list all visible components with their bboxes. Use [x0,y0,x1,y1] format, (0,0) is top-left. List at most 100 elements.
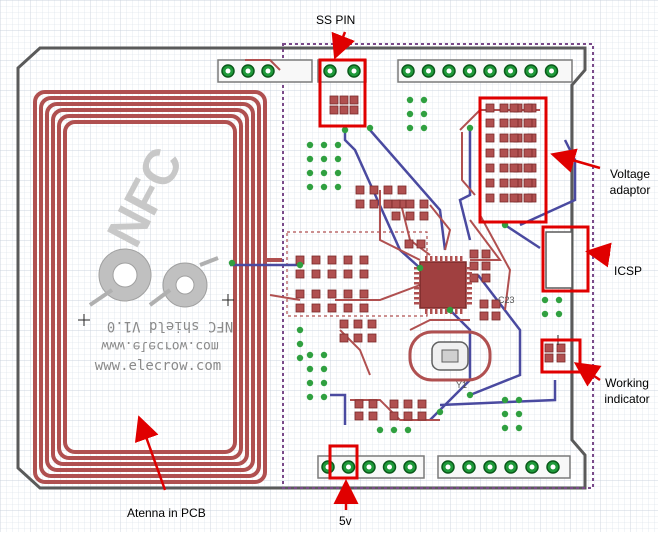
pin-hole [466,464,472,470]
smd-pad [339,319,349,329]
via [306,379,314,387]
smd-pad [403,411,413,421]
chip-pin [414,287,420,290]
smd-pad [367,333,377,343]
smd-pad [404,239,414,249]
silkscreen-logo [88,248,219,308]
antenna-turn [51,108,249,466]
smd-pad [353,319,363,329]
chip-pin [466,292,472,295]
pin-hole [487,68,493,74]
highlight-voltage-adaptor [478,96,548,224]
smd-pads [295,95,566,421]
via [320,141,328,149]
via [501,396,509,404]
antenna-turn [33,90,267,484]
smd-pad [369,185,379,195]
pin-hole [528,68,534,74]
smd-pad [556,353,566,363]
antenna-turn [39,96,261,478]
smd-pad [295,303,305,313]
smd-pad [523,118,533,128]
via [404,426,412,434]
cap-label: C23 [498,295,515,305]
chip-pin [430,308,433,314]
via [541,296,549,304]
via [306,155,314,163]
highlight-working-indicator [540,338,582,374]
smd-pad [499,148,509,158]
pin-hole [225,68,231,74]
smd-pad [509,193,519,203]
via [306,169,314,177]
via [515,410,523,418]
smd-pad [311,289,321,299]
smd-pad [499,178,509,188]
antenna-coil [33,90,282,484]
smd-pad [359,255,369,265]
via [390,426,398,434]
chip-pin [435,256,438,262]
antenna-turn [45,102,255,472]
smd-pad [355,185,365,195]
chip-pin [455,308,458,314]
smd-pad [509,148,519,158]
smd-pad [485,133,495,143]
via [416,264,424,272]
chip-pin [435,308,438,314]
smd-pad [343,255,353,265]
smd-pad [499,103,509,113]
label-ss-pin: SS PIN [316,13,356,27]
pin-hole [445,464,451,470]
via [446,306,454,314]
arrow-voltage [550,148,601,173]
chip-pin [425,308,428,314]
smd-pad [485,178,495,188]
chip-pin [414,292,420,295]
vias [228,96,563,434]
via [515,396,523,404]
pin-hole [529,464,535,470]
via [296,340,304,348]
via [376,426,384,434]
pin-hole [508,68,513,74]
smd-pad [389,411,399,421]
label-voltage-1: Voltage [609,167,651,181]
chip-pin [466,267,472,270]
smd-pad [405,199,415,209]
chip-pin [466,277,472,280]
smd-pad [509,118,519,128]
chip-pin [414,277,420,280]
via [320,393,328,401]
smd-pad [485,193,495,203]
chip-pin [430,256,433,262]
via [341,126,349,134]
smd-pad [383,199,393,209]
smd-pad [311,303,321,313]
via [555,296,563,304]
smd-pad [327,269,337,279]
via [466,391,474,399]
pin-hole [265,68,271,74]
via [320,365,328,373]
smd-pad [327,289,337,299]
silk-site-mirrored: www.elecrow.com [101,338,219,353]
smd-pad [295,289,305,299]
label-voltage-2: adaptor [609,183,651,197]
smd-pad [509,103,519,113]
pin-hole [426,68,431,74]
smd-pad [544,353,554,363]
smd-pad [397,185,407,195]
pin-hole [346,464,351,470]
smd-pad [523,103,533,113]
pin-hole [387,464,392,470]
arrow-ss-pin [331,31,355,60]
smd-pad [349,105,359,115]
smd-pad [479,299,489,309]
smd-pad [469,261,479,271]
smd-pad [349,95,359,105]
callout-arrows [134,31,612,510]
via [406,124,414,132]
board-outline [16,46,587,490]
silk-site: www.elecrow.com [95,358,221,374]
